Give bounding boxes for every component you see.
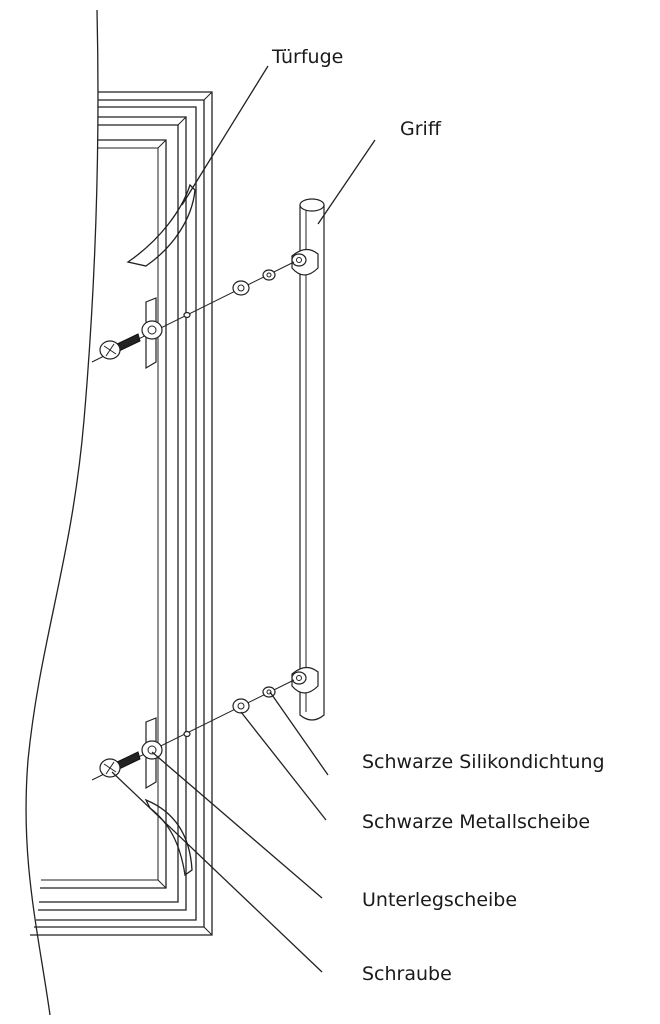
label-screw: Schraube (362, 963, 452, 985)
label-washer: Unterlegscheibe (362, 889, 517, 911)
label-handle: Griff (400, 118, 442, 140)
leader-screw (111, 771, 323, 973)
upper-fixing-assembly (91, 261, 295, 370)
leader-washer (151, 751, 323, 899)
label-door-gap: Türfuge (271, 46, 343, 68)
leader-handle (317, 139, 376, 225)
handle-bar (291, 198, 325, 721)
door-cut-edge (25, 9, 99, 1016)
leader-metal-washer (240, 711, 327, 821)
door-gap-upper (126, 183, 196, 267)
door-frame (30, 91, 213, 936)
leader-silicone-seal (269, 691, 329, 776)
label-silicone-seal: Schwarze Silikondichtung (362, 751, 605, 773)
label-metal-washer: Schwarze Metallscheibe (362, 811, 590, 833)
leader-door-gap (181, 65, 269, 206)
lower-fixing-assembly (91, 679, 295, 790)
